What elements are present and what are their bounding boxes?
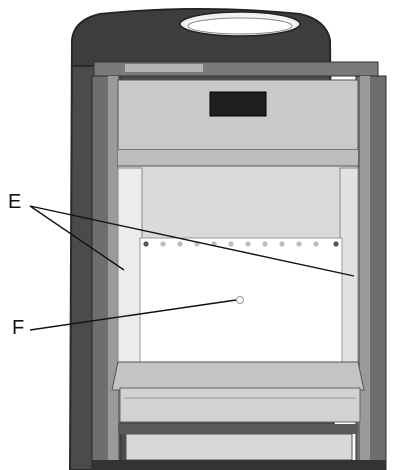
firebox-floor	[111, 361, 365, 391]
callout-line-f	[29, 299, 237, 331]
ash-drawer	[125, 433, 353, 461]
callout-label-f: F	[12, 317, 25, 339]
ash-lip	[119, 387, 361, 423]
callout-line-e-right	[29, 205, 355, 277]
lower-frame	[118, 424, 358, 434]
callout-label-e: E	[8, 191, 22, 213]
right-side-panel	[339, 167, 359, 363]
left-side-panel	[117, 167, 143, 363]
air-inlet-slot	[209, 91, 267, 117]
baffle-center-hole	[236, 296, 244, 304]
callout-line-e-left	[29, 205, 125, 271]
